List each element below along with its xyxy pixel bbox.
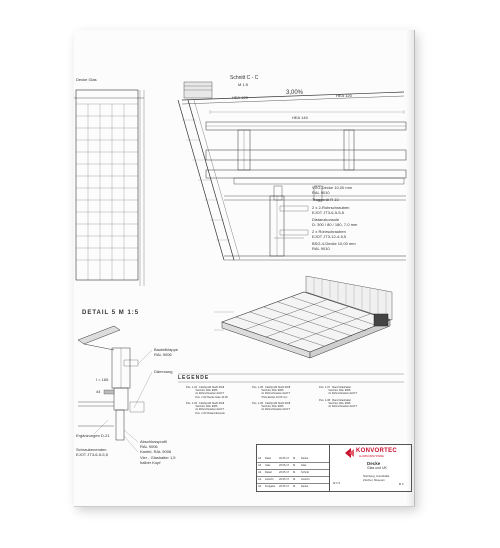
detail-note: Kantel, RAL 9006 [140, 449, 172, 454]
detail-note: Bauteilklappe [154, 347, 179, 352]
sheet-shadow-edge [406, 30, 414, 506]
revision-row: A3 Glas 26.05.17 M. Glas [257, 462, 329, 470]
detail-note: RAL 9006 [140, 444, 158, 449]
note: RAL 9010 [312, 190, 330, 195]
beam-label-3: HEA 140 [292, 115, 308, 120]
note: D: 300 / 80 / 180, 7-0 mm [312, 222, 358, 227]
top-left-label: Decke Glas [76, 77, 97, 82]
section-scale: M 1:5 [238, 82, 249, 87]
legend-column-1: Pos. 1-01 Flachprofil Stahl 30x8 Verzink… [186, 386, 228, 415]
project-title: Decke [367, 461, 381, 466]
slope-label: 3,00% [286, 90, 304, 96]
revision-row: A1 Ansicht 26.05.17 M. Ansicht [257, 476, 329, 484]
sheet-number: B 2 [399, 482, 404, 486]
revision-row: A2 Detail 26.05.17 M. Schnitt [257, 469, 329, 477]
location-line-2: Zürcher, Museum [363, 478, 385, 482]
note: Traggerät R 10 [312, 197, 339, 202]
note: EJOT JT3-6-5-5,5 [312, 210, 344, 215]
beam-label-1: HEA 120 [232, 95, 248, 100]
title-block: A4 Datei 02.05.17 M. Decke A3 Glas 26.05… [256, 444, 412, 492]
detail-left-note: EJOT JT3-6-5-5,5 [76, 452, 108, 457]
detail-title: DETAIL 5 M 1:5 [82, 310, 140, 316]
detail-left-note: Ergänzungen D-21 [76, 433, 110, 438]
revision-row: A4 Datei 02.05.17 M. Decke [257, 455, 329, 463]
detail-note: Dämmung [154, 369, 173, 374]
detail-dim: 44 [96, 389, 101, 394]
legend-title: LEGENDE [178, 375, 210, 381]
note: RAL 9010 [312, 246, 330, 251]
scale-label: M 1:5 [333, 481, 340, 485]
company-subtitle: ALUMINIUMSYSTEME [359, 455, 384, 458]
note: Distanzkonsole [312, 217, 340, 222]
section-title: Schnitt C - C [230, 75, 259, 81]
title-block-divider [329, 445, 330, 491]
detail-note: Abschlussprofil [140, 439, 167, 444]
legend-column-3: Pos. 1-07 Rand Glashalter Verzinkt, RAL … [319, 386, 357, 409]
beam-label-2: HEA 120 [336, 93, 352, 98]
project-subtitle: Glas und UK [367, 466, 387, 470]
note: BSG-4-Decke 10,00 mm [312, 241, 356, 246]
revision-table: A4 Datei 02.05.17 M. Decke A3 Glas 26.05… [257, 455, 329, 491]
drawing-linework [74, 81, 407, 453]
detail-note: RAL 9006 [154, 352, 172, 357]
company-name: KONVORTEC [356, 448, 398, 454]
location-line-1: Nürnberg, Kunsthalle [363, 474, 390, 478]
logo-mark-icon [345, 448, 354, 458]
drawing-sheet: Decke Glas Schnitt C - C M 1:5 3,00% HEA… [74, 30, 415, 507]
legend-column-2: Pos. 1-05 Flachprofil Stahl 30x8 Verzink… [252, 386, 291, 412]
detail-note: Vier - Glashalter 1,5 [140, 455, 176, 460]
note: 2 x Rohrschrauben [312, 229, 346, 234]
detail-note: halber Kopf [140, 460, 161, 465]
note: EJOT JT3-12-4-5,5 [312, 234, 347, 239]
note: VSG-Decke 10,00 mm [312, 185, 353, 190]
note: 2 x 2-Rohrschrauben [312, 205, 350, 210]
detail-dim: I = 165 [96, 377, 109, 382]
detail-left-note: Schraubenenden [76, 447, 107, 452]
revision-row: A0 Freigabe 26.05.17 M. Decke [258, 485, 309, 488]
